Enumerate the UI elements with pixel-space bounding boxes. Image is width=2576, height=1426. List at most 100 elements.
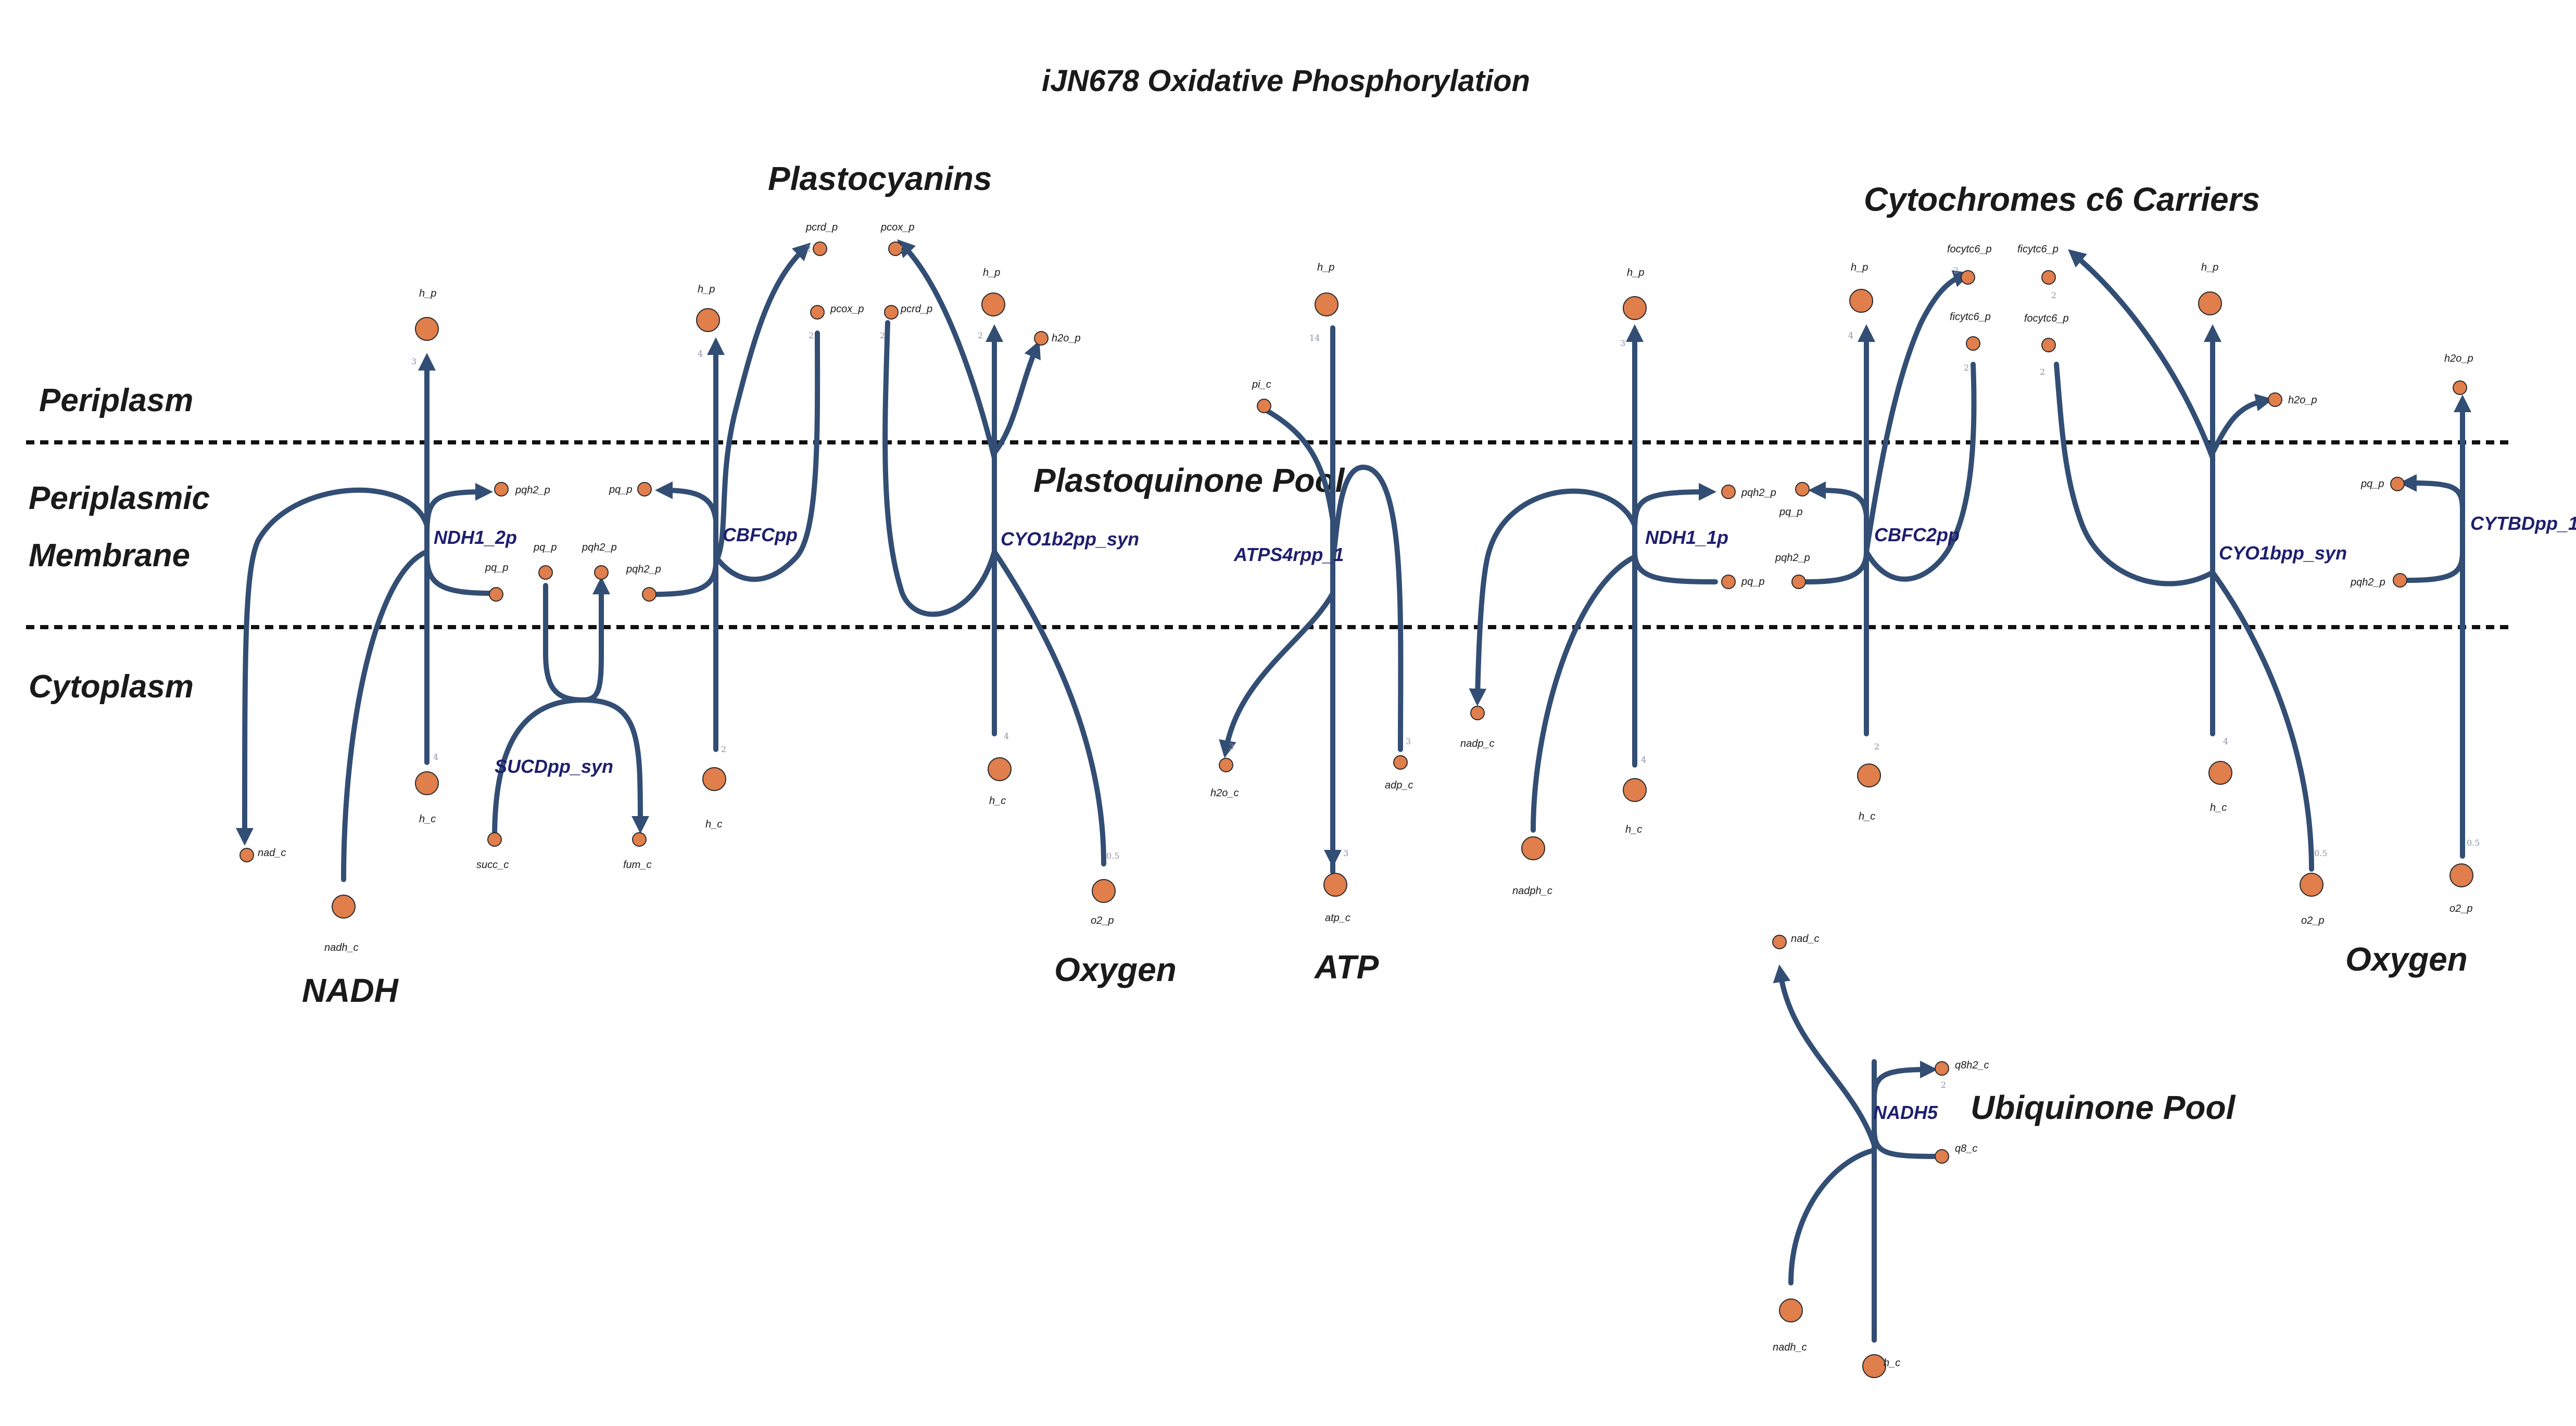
reaction-sucdpp-syn[interactable]	[492, 576, 649, 841]
metabolite-pq-p-1[interactable]	[489, 587, 503, 602]
group-nadh: NADH	[302, 972, 399, 1009]
metabolite-nadph-c[interactable]	[1521, 836, 1545, 860]
group-atp: ATP	[1314, 948, 1379, 986]
coef-5: 2	[806, 244, 811, 253]
metabolite-label-pcox-p-1: pcox_p	[830, 303, 864, 315]
coef-4: 2	[721, 744, 726, 754]
metabolite-label-nadph-c: nadph_c	[1512, 885, 1552, 897]
reaction-ndh1-1p[interactable]	[1469, 324, 1718, 833]
metabolite-h-c-3[interactable]	[988, 757, 1012, 781]
metabolite-pqh2-p-1[interactable]	[494, 482, 509, 496]
metabolite-label-h-p-5: h_p	[1627, 267, 1644, 278]
metabolite-q8-c[interactable]	[1935, 1149, 1949, 1164]
metabolite-pi-c[interactable]	[1257, 399, 1271, 413]
reaction-cytbdpp-1[interactable]	[2398, 394, 2472, 859]
metabolite-h-c-1[interactable]	[415, 771, 439, 795]
metabolite-focytc6-p-1[interactable]	[1961, 270, 1975, 285]
metabolite-label-h-p-7: h_p	[2201, 262, 2218, 273]
metabolite-label-atp-c: atp_c	[1325, 912, 1350, 924]
coef-8: 2	[880, 330, 885, 340]
map-title: iJN678 Oxidative Phosphorylation	[1042, 64, 1530, 98]
reaction-atps4rpp-1[interactable]	[1219, 325, 1404, 874]
metabolite-nad-c-1[interactable]	[239, 848, 254, 862]
metabolite-label-pq-p-1: pq_p	[485, 562, 509, 574]
reaction-cbfcpp[interactable]	[651, 243, 820, 752]
metabolite-q8h2-c[interactable]	[1935, 1061, 1949, 1076]
metabolite-h2o-c[interactable]	[1219, 758, 1233, 772]
metabolite-o2-p-3[interactable]	[2449, 863, 2473, 887]
reaction-label-ndh1-2p: NDH1_2p	[434, 527, 517, 548]
metabolite-pcox-p-1[interactable]	[810, 305, 825, 320]
coef-9: 2	[978, 330, 983, 340]
group-cytochromes: Cytochromes c6 Carriers	[1864, 181, 2260, 218]
metabolite-h-p-1[interactable]	[415, 317, 439, 341]
group-oxygen-2: Oxygen	[2345, 940, 2468, 978]
coef-20: 2	[1953, 265, 1959, 275]
metabolite-label-h2o-p-1: h2o_p	[1052, 333, 1081, 344]
reaction-nadh5[interactable]	[1773, 964, 1938, 1343]
metabolite-pqh2-p-4[interactable]	[1721, 485, 1736, 499]
metabolite-label-o2-p-1: o2_p	[1091, 915, 1114, 926]
group-oxygen-1: Oxygen	[1054, 951, 1177, 988]
metabolite-pq-p-2[interactable]	[637, 482, 652, 496]
metabolite-pq-p-3[interactable]	[538, 565, 553, 580]
metabolite-h-p-5[interactable]	[1623, 296, 1647, 320]
metabolite-label-h2o-p-3: h2o_p	[2444, 353, 2473, 364]
coef-26: 0.5	[2467, 838, 2480, 848]
metabolite-fum-c[interactable]	[632, 832, 647, 847]
metabolite-h-c-5[interactable]	[1857, 763, 1881, 787]
metabolite-label-o2-p-2: o2_p	[2301, 915, 2325, 926]
group-ubiquinone-pool: Ubiquinone Pool	[1971, 1089, 2236, 1126]
reaction-label-cytbdpp-1: CYTBDpp_1	[2470, 513, 2576, 534]
metabolite-h-c-6[interactable]	[2208, 761, 2232, 785]
metabolite-pq-p-4[interactable]	[1721, 575, 1736, 589]
metabolite-pcox-p-2[interactable]	[888, 241, 903, 256]
metabolite-ficytc6-p-1[interactable]	[1966, 336, 1980, 351]
coef-7: 2	[898, 244, 903, 253]
metabolite-h-p-4[interactable]	[1315, 292, 1338, 316]
metabolite-h2o-p-2[interactable]	[2268, 392, 2282, 407]
metabolite-h-p-3[interactable]	[981, 292, 1005, 316]
reaction-cyo1b2pp-syn[interactable]	[882, 239, 1106, 867]
metabolite-label-nad-c-2: nad_c	[1791, 933, 1820, 945]
coef-14: 3	[1406, 736, 1411, 746]
metabolite-h-p-7[interactable]	[2198, 291, 2222, 315]
metabolite-h2o-p-3[interactable]	[2453, 380, 2467, 395]
metabolite-pqh2-p-3[interactable]	[594, 565, 609, 580]
metabolite-pq-p-6[interactable]	[2390, 477, 2405, 491]
coef-6: 2	[809, 330, 814, 340]
coef-12: 14	[1309, 333, 1320, 343]
reaction-ndh1-2p[interactable]	[235, 352, 497, 882]
reaction-cyo1bpp-syn[interactable]	[2054, 249, 2314, 872]
metabolite-h2o-p-1[interactable]	[1034, 331, 1049, 346]
metabolite-nadh-c-1[interactable]	[332, 895, 356, 919]
metabolite-pcrd-p-2[interactable]	[884, 305, 899, 320]
metabolite-label-h-c-3: h_c	[989, 795, 1006, 807]
metabolite-succ-c[interactable]	[487, 832, 502, 847]
metabolite-nad-c-2[interactable]	[1772, 935, 1787, 949]
metabolite-pq-p-5[interactable]	[1795, 482, 1810, 496]
coef-25: 0.5	[2314, 848, 2327, 858]
metabolite-h-c-2[interactable]	[702, 767, 726, 791]
reaction-label-cyo1b2pp-syn: CYO1b2pp_syn	[1001, 528, 1139, 550]
metabolite-label-adp-c: adp_c	[1385, 780, 1413, 791]
metabolite-nadh-c-2[interactable]	[1779, 1298, 1803, 1322]
metabolite-h-p-6[interactable]	[1849, 289, 1873, 313]
metabolite-label-h2o-c: h2o_c	[1210, 787, 1239, 799]
metabolite-nadp-c[interactable]	[1470, 706, 1485, 720]
metabolite-pcrd-p-1[interactable]	[813, 241, 827, 256]
metabolite-focytc6-p-2[interactable]	[2041, 338, 2056, 352]
metabolite-h-c-4[interactable]	[1623, 778, 1647, 802]
metabolite-ficytc6-p-2[interactable]	[2041, 270, 2056, 285]
reaction-cbfc2pp[interactable]	[1804, 270, 1977, 736]
metabolite-o2-p-1[interactable]	[1092, 879, 1116, 903]
metabolite-pqh2-p-6[interactable]	[2393, 573, 2407, 588]
metabolite-adp-c[interactable]	[1393, 755, 1408, 770]
metabolite-o2-p-2[interactable]	[2300, 873, 2324, 897]
metabolite-pqh2-p-5[interactable]	[1791, 575, 1806, 589]
metabolite-pqh2-p-2[interactable]	[642, 587, 656, 602]
metabolite-atp-c[interactable]	[1323, 873, 1347, 897]
metabolite-h-c-7[interactable]	[1862, 1354, 1886, 1378]
reaction-label-cbfcpp: CBFCpp	[723, 524, 798, 545]
metabolite-h-p-2[interactable]	[696, 308, 720, 332]
